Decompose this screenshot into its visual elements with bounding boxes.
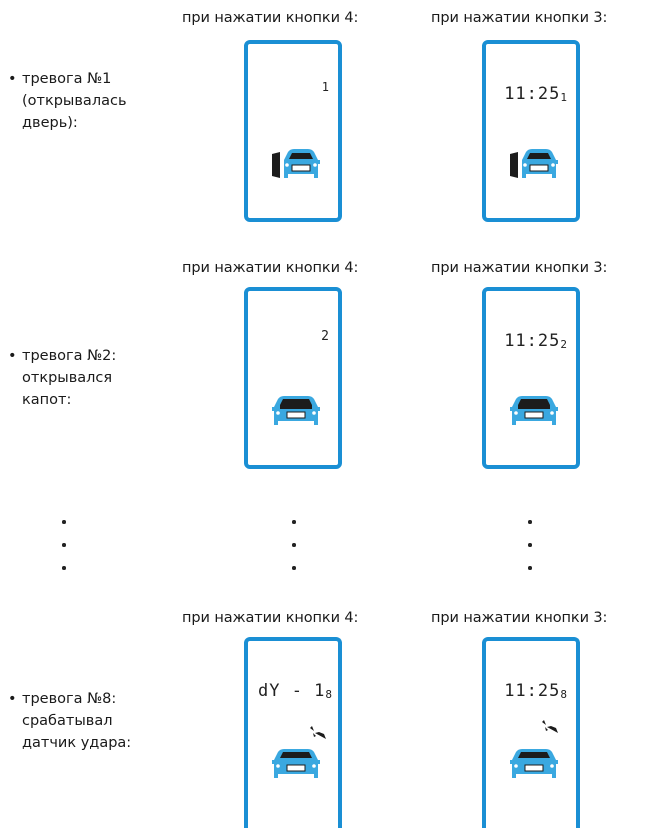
ellipsis-dot	[292, 566, 296, 570]
lcd-alarm1-button3: 11:251	[482, 40, 580, 222]
car-hood-open-icon	[510, 396, 558, 425]
car-door-open-icon	[510, 149, 558, 178]
ellipsis-dot	[528, 543, 532, 547]
lcd-alarm2-button3: 11:252	[482, 287, 580, 469]
car-icon	[510, 749, 558, 778]
car-icon	[272, 749, 320, 778]
lcd-alarm2-button4: 2	[244, 287, 342, 469]
lcd-text: dY - 18	[258, 681, 334, 701]
shock-sensor-icon	[310, 726, 326, 739]
lcd-text: 11:258	[504, 681, 568, 701]
ellipsis-dot	[62, 520, 66, 524]
header-button3-2: при нажатии кнопки 3:	[431, 260, 608, 276]
header-button4-2: при нажатии кнопки 4:	[182, 260, 359, 276]
alarm-1-label: •тревога №1 (открывалась дверь):	[8, 71, 127, 131]
lcd-alarm8-button3: 11:258	[482, 637, 580, 828]
lcd-text: 1	[321, 80, 330, 94]
lcd-text: 11:252	[504, 331, 568, 351]
ellipsis-dot	[292, 520, 296, 524]
alarm-8-label: •тревога №8: срабатывал датчик удара:	[8, 691, 132, 751]
lcd-text: 2	[321, 329, 330, 344]
header-button4-3: при нажатии кнопки 4:	[182, 610, 359, 626]
shock-sensor-icon	[542, 720, 558, 733]
header-button3-1: при нажатии кнопки 3:	[431, 10, 608, 26]
car-door-open-icon	[272, 149, 320, 178]
header-button3-3: при нажатии кнопки 3:	[431, 610, 608, 626]
ellipsis-dot	[62, 566, 66, 570]
alarm-2-label: •тревога №2: открывался капот:	[8, 348, 117, 408]
ellipsis-dot	[292, 543, 296, 547]
ellipsis-dot	[528, 566, 532, 570]
ellipsis-dot	[528, 520, 532, 524]
car-hood-open-icon	[272, 396, 320, 425]
lcd-alarm1-button4: 1	[244, 40, 342, 222]
ellipsis-dot	[62, 543, 66, 547]
header-button4-1: при нажатии кнопки 4:	[182, 10, 359, 26]
lcd-text: 11:251	[504, 84, 568, 104]
lcd-alarm8-button4: dY - 18	[244, 637, 342, 828]
